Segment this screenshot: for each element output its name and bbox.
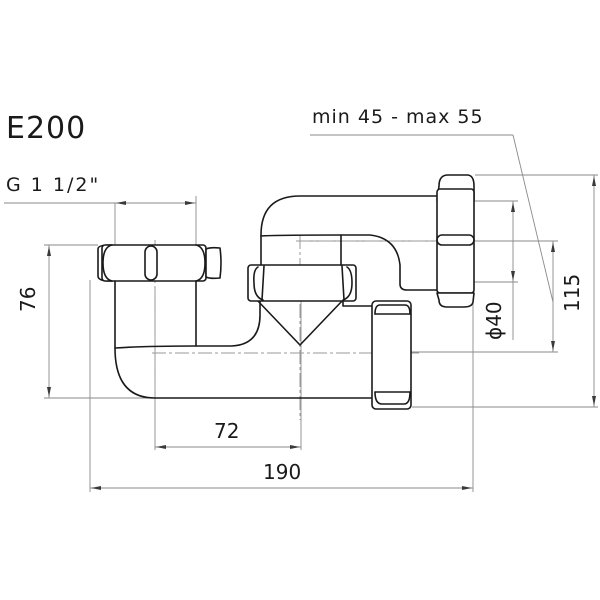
thread-size-label: G 1 1/2" — [6, 174, 101, 196]
dimension-72-label: 72 — [214, 419, 240, 443]
outlet-nut — [436, 174, 475, 308]
inlet-nut — [97, 244, 222, 282]
model-title: E200 — [6, 111, 87, 146]
dimension-190-label: 190 — [263, 460, 302, 484]
sink-trap-body — [114, 195, 438, 399]
lower-outlet-nut — [371, 300, 412, 410]
dimension-lines — [4, 134, 598, 492]
adjustment-range-label: min 45 - max 55 — [312, 106, 484, 128]
